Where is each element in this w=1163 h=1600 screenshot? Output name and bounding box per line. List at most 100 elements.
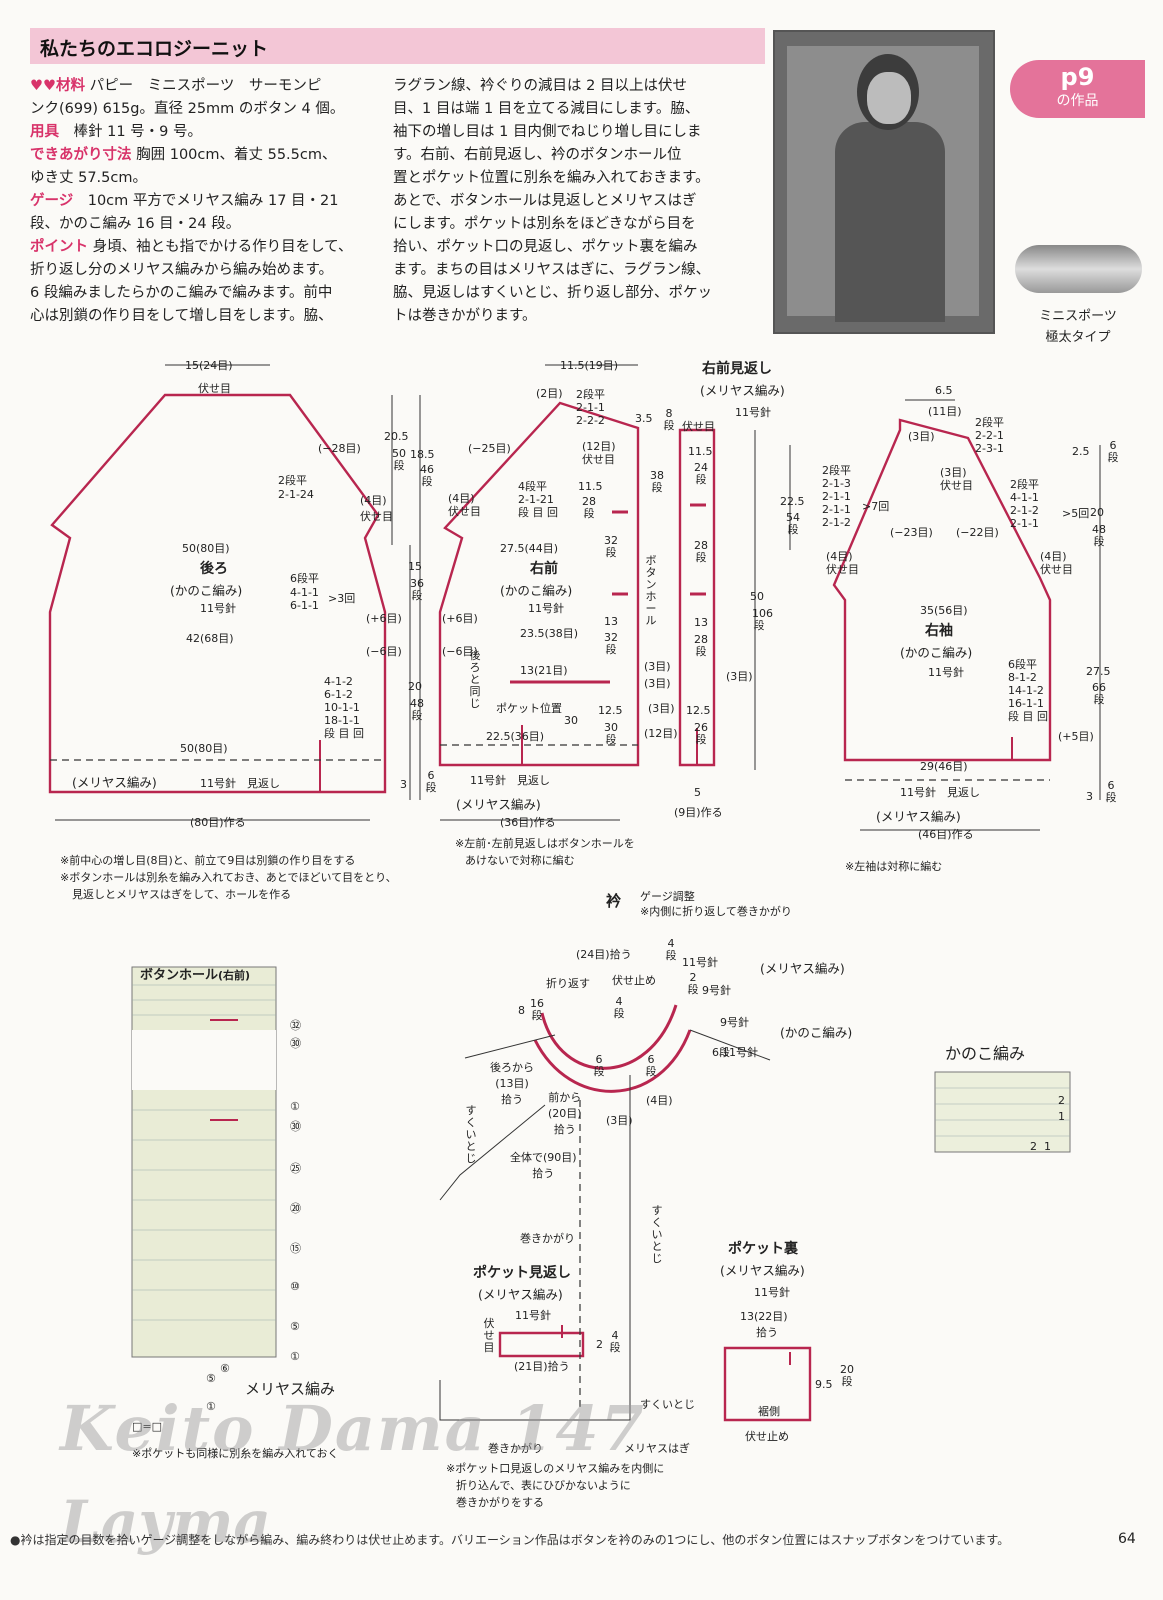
front-3-stitch-b: (3目) xyxy=(644,677,671,690)
sleeve-title: 右袖 xyxy=(925,623,953,639)
sleeve-48-rows: 48段 xyxy=(1092,523,1106,548)
front-30-rows: 30段 xyxy=(604,721,618,746)
bh-row-15: ⑮ xyxy=(290,1242,301,1255)
pocket-facing-stitch: (メリヤス編み) xyxy=(478,1287,563,1302)
bh-row-20: ⑳ xyxy=(290,1202,301,1215)
bh-row-1b: ① xyxy=(290,1350,300,1363)
materials-line2: ンク(699) 615g。直径 25mm のボタン 4 個。 xyxy=(30,101,345,117)
front-38-rows: 38段 xyxy=(650,469,664,494)
front-32-rows: 32段 xyxy=(604,534,618,559)
page-tag-sub: の作品 xyxy=(1056,93,1099,109)
back-raglan-rule: 2段平 2-1-24 xyxy=(278,474,314,501)
kanoko-row-2: 2 xyxy=(1058,1094,1065,1107)
front-dec-6: (−6目) xyxy=(442,645,478,658)
facing-26-rows: 26段 xyxy=(694,721,708,746)
dim-3: 3 xyxy=(400,778,407,791)
gauge-label: ゲージ xyxy=(30,193,74,209)
pocket-facing-title: ポケット見返し xyxy=(473,1265,571,1281)
header-bar xyxy=(30,28,765,64)
sleeve-top-3: (3目) xyxy=(908,430,935,443)
sleeve-cast-on: (46目)作る xyxy=(918,828,974,841)
front-12-stitch: (12目) xyxy=(644,727,678,740)
pocket-back-width: 13(22目) xyxy=(740,1310,788,1323)
kanoko-chart-grid xyxy=(934,1071,1071,1153)
dim-36-rows: 36段 xyxy=(410,577,424,602)
collar-6: 6段 xyxy=(712,1046,730,1059)
front-28-rows: 28段 xyxy=(582,495,596,520)
sleeve-width-35: 35(56目) xyxy=(920,604,968,617)
point-text-3: 6 段編みましたらかのこ編みで編みます。前中 xyxy=(30,285,333,301)
front-stitch: (かのこ編み) xyxy=(500,583,573,598)
front-hem-stitch: (メリヤス編み) xyxy=(456,797,541,812)
front-3-stitch-c: (3目) xyxy=(648,702,675,715)
back-outline xyxy=(48,393,387,794)
instr-line: す。右前、右前見返し、衿のボタンホール位 xyxy=(393,147,682,163)
collar-4-stitch: (4目) xyxy=(646,1094,673,1107)
front-dim-11-5: 11.5 xyxy=(578,480,603,493)
pocket-back-stitch: (メリヤス編み) xyxy=(720,1263,805,1278)
bh-row-10: ⑩ xyxy=(290,1280,300,1293)
instr-line: 拾い、ポケット口の見返し、ポケット裏を編み xyxy=(393,239,698,255)
front-width-27-5: 27.5(44目) xyxy=(500,542,559,555)
back-stitch: (かのこ編み) xyxy=(170,583,243,598)
sleeve-top-11: (11目) xyxy=(928,405,962,418)
bh-row-32: ㉜ xyxy=(290,1019,301,1032)
pocket-facing-pick: (21目)拾う xyxy=(514,1360,570,1373)
collar-2-rows: 2段 xyxy=(687,971,699,996)
facing-outline xyxy=(678,428,716,767)
facing-28-rows-b: 28段 xyxy=(694,633,708,658)
yarn-name: ミニスポーツ xyxy=(1039,309,1117,324)
back-width-50b: 50(80目) xyxy=(180,742,228,755)
kanoko-col-1: 1 xyxy=(1044,1140,1051,1153)
sleeve-stitch: (かのこ編み) xyxy=(900,645,973,660)
pocket-back-outline xyxy=(723,1346,812,1422)
front-width-22-5: 22.5(36目) xyxy=(486,730,545,743)
pocket-note-1: ※ポケット口見返しのメリヤス編みを内側に xyxy=(446,1462,665,1475)
sleeve-dec-23: (−23目) xyxy=(890,526,933,539)
sleeve-inc-5: (+5目) xyxy=(1058,730,1094,743)
collar-from-front: 前から (20目) 拾う xyxy=(548,1091,582,1136)
pocket-facing-whip: 巻きかがり xyxy=(488,1442,543,1455)
front-32-rows-b: 32段 xyxy=(604,631,618,656)
gauge-text-2: 段、かのこ編み 16 目・24 段。 xyxy=(30,216,241,232)
sleeve-dim-2-5: 2.5 xyxy=(1072,445,1090,458)
sleeve-7-times: >7回 xyxy=(862,500,890,513)
collar-seed: (かのこ編み) xyxy=(780,1025,853,1040)
sleeve-width-29: 29(46目) xyxy=(920,760,968,773)
back-width-50: 50(80目) xyxy=(182,542,230,555)
collar-4-rows-b: 4段 xyxy=(613,995,625,1020)
note-4: ※左前･左前見返しはボタンホールを xyxy=(455,837,635,850)
bh-row-5: ⑤ xyxy=(290,1320,300,1333)
collar-total: 全体で(90目) 拾う xyxy=(510,1151,577,1180)
front-pocket-position: ポケット位置 xyxy=(496,702,562,715)
size-text-2: ゆき丈 57.5cm。 xyxy=(30,170,147,186)
back-underarm: (4目) 伏せ目 xyxy=(360,494,393,523)
page-tag: p9 の作品 xyxy=(1010,60,1145,118)
note-5: あけないで対称に編む xyxy=(465,854,575,867)
facing-dim-50: 50 xyxy=(750,590,764,603)
collar-3-stitch: (3目) xyxy=(606,1114,633,1127)
dim-18-5: 18.5 xyxy=(410,448,435,461)
front-dim-3-5: 3.5 xyxy=(635,412,653,425)
collar-stockinette: (メリヤス編み) xyxy=(760,961,845,976)
back-cast-on: (80目)作る xyxy=(190,816,246,829)
point-text-4: 心は別鎖の作り目をして増し目をします。脇、 xyxy=(30,308,333,324)
back-inc-rule: 4-1-2 6-1-2 10-1-1 18-1-1 段 目 回 xyxy=(324,675,364,740)
pocket-back-pick: 拾う xyxy=(756,1326,778,1339)
buttonhole-title: ボタンホール(右前) xyxy=(140,964,250,983)
facing-needle: 11号針 xyxy=(735,406,771,419)
collar-pick-24: (24目)拾う xyxy=(576,948,632,961)
instr-line: 袖下の増し目は 1 目内側でねじり増し目にしま xyxy=(393,124,702,140)
collar-needle-9b: 9号針 xyxy=(720,1016,749,1029)
collar-title: 衿 xyxy=(606,892,622,910)
front-buttonhole-label: ボタンホール xyxy=(645,554,657,627)
point-text: 身頃、袖とも指でかける作り目をして、 xyxy=(92,239,353,255)
materials-label: ♥♥材料 xyxy=(30,78,85,94)
dim-20-5: 20.5 xyxy=(384,430,409,443)
page-tag-number: p9 xyxy=(1060,63,1095,91)
bh-row-25: ㉕ xyxy=(290,1162,301,1175)
page-number: 64 xyxy=(1118,1531,1136,1547)
back-dec-times: >3回 xyxy=(328,592,356,605)
facing-106-rows: 106段 xyxy=(752,607,773,632)
